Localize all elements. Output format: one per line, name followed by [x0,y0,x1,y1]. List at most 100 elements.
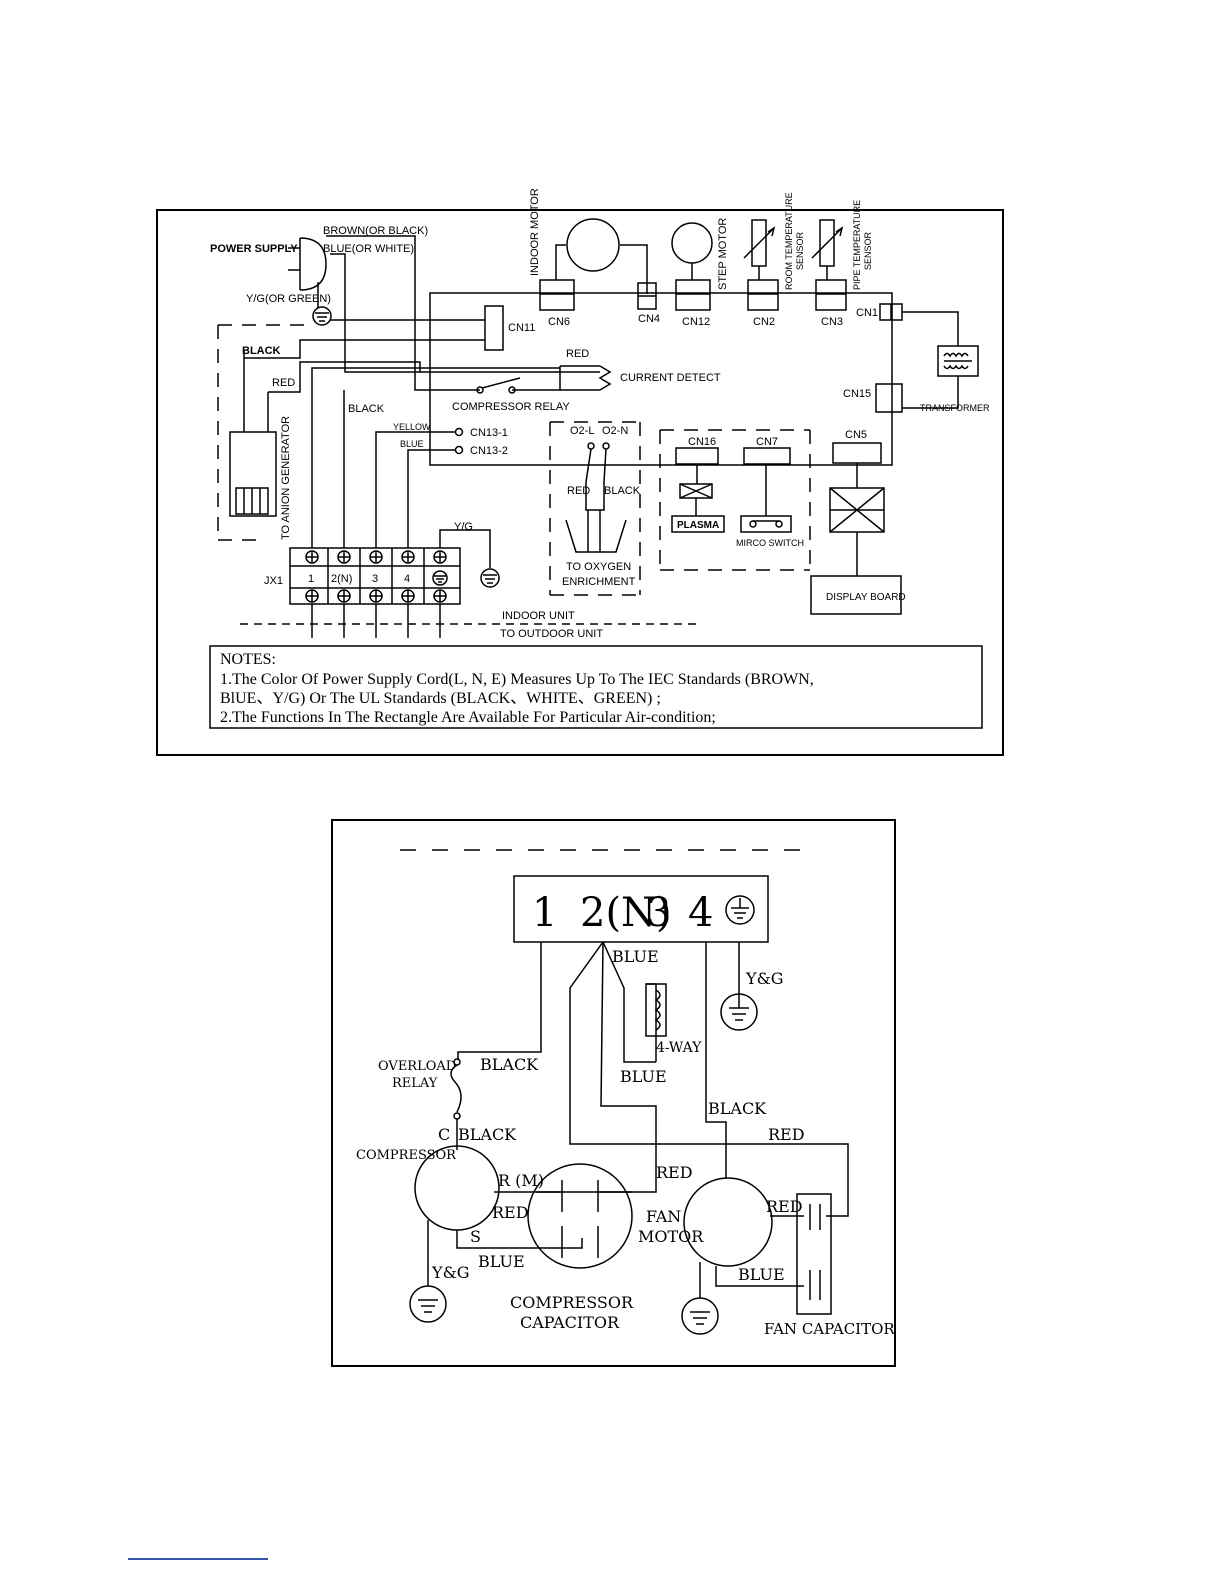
c-label: C [438,1125,450,1144]
fan-label-1: FAN [646,1207,681,1226]
black-b-label: BLACK [708,1099,767,1118]
black-wire-label-1: BLACK [242,345,281,357]
display-board [810,575,902,615]
indoor-unit-label: INDOOR UNIT [502,610,575,622]
rm-label: R (M) [498,1171,544,1190]
room-temp-sensor-label-2: SENSOR [795,231,805,270]
black-o2-label: BLACK [604,485,641,497]
yg-label: Y/G [454,521,473,533]
compressor-label: COMPRESSOR [356,1148,457,1163]
cn2-connector [747,279,779,311]
yg-top-label: Y&G [745,969,784,988]
terminal-screws-top [305,550,447,564]
four-way-valve-icon [645,983,667,1037]
cn16-connector [675,447,719,465]
cn6-connector [539,279,575,311]
transformer-label: TRANSFORMER [920,403,990,413]
compressor-earth-icon [409,1285,447,1323]
cn3-label: CN3 [821,316,843,328]
fan-capacitor-icon [796,1193,832,1315]
outdoor-terminal-block [513,875,769,943]
current-detect-coil [598,365,612,391]
notes-box [209,645,983,729]
cn3-connector [815,279,847,311]
compressor-capacitor-icon [527,1163,633,1269]
red-wire-label-1: RED [272,377,295,389]
outdoor-diagram-frame [331,819,896,1367]
cn11-connector [484,305,504,351]
fan-label-2: MOTOR [638,1227,704,1246]
red-fan-label: RED [766,1197,803,1216]
red-top-label: RED [768,1125,805,1144]
brown-or-black-label: BROWN(OR BLACK) [323,225,428,237]
terminal-4-label: 4 [404,573,410,585]
mirco-switch-icon [740,515,792,533]
cn7-label: CN7 [756,436,778,448]
cn12-label: CN12 [682,316,710,328]
to-oxygen-label-1: TO OXYGEN [566,561,631,573]
anion-generator [229,431,277,517]
pipe-temp-sensor-label-2: SENSOR [863,231,873,270]
note-1-line-1: 1.The Color Of Power Supply Cord(L, N, E… [220,671,814,688]
outdoor-terminal-3: 3 [646,890,671,936]
blue-wire-label: BLUE [400,439,424,449]
cn5-connector [832,442,882,464]
blue-mid-label: BLUE [620,1067,667,1086]
cn13-1-label: CN13-1 [470,427,508,439]
terminal-screws-bottom [305,589,447,603]
power-supply-label: POWER SUPPLY [210,243,298,255]
comp-cap-label-1: COMPRESSOR [510,1293,634,1312]
black-wire-label-2: BLACK [348,403,385,415]
compressor-relay-label: COMPRESSOR RELAY [452,401,570,413]
step-motor-icon [671,222,713,264]
notes-title: NOTES: [220,651,276,668]
yellow-wire-label: YELLOW [393,422,431,432]
red-wire-label-2: RED [566,348,589,360]
terminal-2-label: 2(N) [331,573,352,585]
oxygen-enrichment-device [565,482,627,553]
overload-relay-icon [450,1064,462,1113]
black-a-label: BLACK [480,1055,539,1074]
blue-top-label: BLUE [612,947,659,966]
overload-relay-top [453,1058,461,1066]
outdoor-terminal-earth-icon [725,895,755,925]
plasma-label: PLASMA [677,520,719,531]
footer-rule [128,1558,268,1560]
overload-label-2: RELAY [392,1076,438,1091]
jx1-terminal-block [289,547,461,605]
outdoor-terminal-2: 2(N) [580,890,672,936]
to-anion-generator-label: TO ANION GENERATOR [280,416,292,540]
step-motor-label: STEP MOTOR [717,218,729,290]
cn6-label: CN6 [548,316,570,328]
cn12-connector [675,279,711,311]
four-way-label: 4-WAY [656,1040,702,1056]
cn2-label: CN2 [753,316,775,328]
red-mid-label: RED [656,1163,693,1182]
yg-comp-label: Y&G [431,1263,470,1282]
overload-label-1: OVERLOAD [378,1059,456,1074]
cn13-2-label: CN13-2 [470,445,508,457]
indoor-motor-label: INDOOR MOTOR [529,188,541,276]
terminal-3-label: 3 [372,573,378,585]
power-plug-icon [299,237,327,291]
o2n-label: O2-N [602,425,628,437]
indoor-diagram-frame [156,209,1004,756]
blue-fan-label: BLUE [738,1265,785,1284]
display-board-label: DISPLAY BOARD [826,592,906,603]
o2l-label: O2-L [570,425,594,437]
fan-capacitor-label: FAN CAPACITOR [764,1320,895,1338]
main-pcb-outline [429,292,893,466]
outdoor-terminal-1: 1 [532,890,557,936]
earth-icon [312,306,332,326]
comp-cap-label-2: CAPACITOR [520,1313,620,1332]
blue-s-label: BLUE [478,1252,525,1271]
red-rm-label: RED [492,1203,529,1222]
outdoor-terminal-4: 4 [688,890,713,936]
cn11-label: CN11 [508,322,535,334]
pipe-temp-sensor-label-1: PIPE TEMPERATURE [852,200,862,290]
to-oxygen-label-2: ENRICHMENT [562,576,636,588]
jx1-label: JX1 [264,575,283,587]
indoor-motor-icon [566,218,620,272]
fan-motor-earth-icon [681,1297,719,1335]
cn15-connector [875,383,903,413]
